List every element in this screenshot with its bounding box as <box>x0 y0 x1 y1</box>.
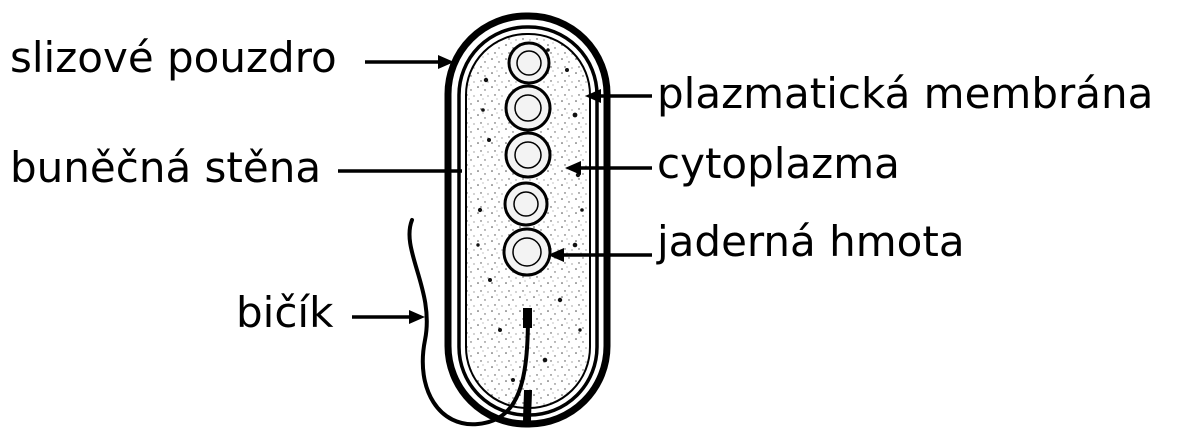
label-nuclear-material: jaderná hmota <box>656 217 965 266</box>
arrowhead-icon <box>409 310 425 324</box>
nucleoid-blob <box>504 229 550 275</box>
label-cytoplasm: cytoplazma <box>657 139 900 188</box>
label-plasma-membrane: plazmatická membrána <box>657 69 1153 118</box>
flagellum <box>527 390 528 424</box>
label-cell-wall: buněčná stěna <box>10 143 321 192</box>
nucleoid-blob <box>509 43 549 83</box>
nucleoid-blob <box>506 133 550 177</box>
nucleoid-blob <box>505 183 547 225</box>
label-flagellum: bičík <box>236 288 334 337</box>
flagellum-base <box>523 308 532 328</box>
nucleoid-blob <box>506 86 550 130</box>
bacterium-cell <box>448 16 607 424</box>
label-slime-capsule: slizové pouzdro <box>10 33 337 82</box>
